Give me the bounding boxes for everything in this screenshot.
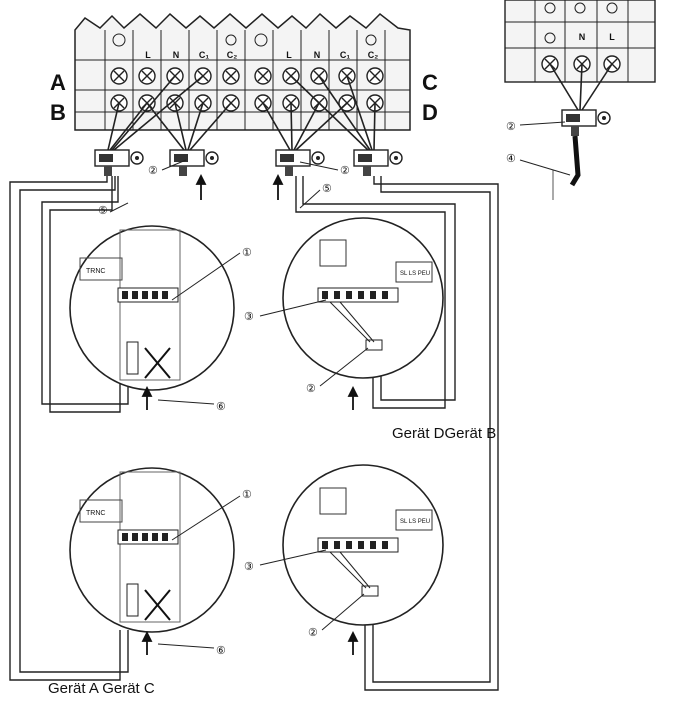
terminal-label: N xyxy=(314,50,321,60)
inset-cable-clamp xyxy=(561,109,611,137)
callout-5: ⑤ xyxy=(322,183,332,195)
callout-3: ③ xyxy=(244,561,254,573)
terminal-label: L xyxy=(145,50,151,60)
inset-terminal-block: N L xyxy=(504,0,656,111)
arrows xyxy=(141,173,359,655)
cable-clamp xyxy=(94,149,144,177)
callout-3: ③ xyxy=(244,311,254,323)
leader-lines xyxy=(109,159,369,649)
board-unit-a: TRNC xyxy=(69,225,235,391)
caption-units-d-b: Gerät DGerät B xyxy=(392,425,496,442)
cable-clamp xyxy=(275,149,325,177)
cable-clamp xyxy=(169,149,219,177)
callout-1: ① xyxy=(242,489,252,501)
terminal-label: N xyxy=(173,50,180,60)
terminal-label: C₂ xyxy=(227,50,238,60)
chip-label: TRNC xyxy=(86,268,105,275)
side-label-b: B xyxy=(50,100,66,125)
callout-2: ② xyxy=(506,121,516,133)
callout-2: ② xyxy=(306,383,316,395)
chip-label: TRNC xyxy=(86,510,105,517)
caption-units-a-c: Gerät A Gerät C xyxy=(48,680,155,697)
callout-2: ② xyxy=(308,627,318,639)
chip-label: SL LS PEU xyxy=(400,519,430,525)
terminal-label: L xyxy=(286,50,292,60)
chip-label: SL LS PEU xyxy=(400,271,430,277)
side-label-c: C xyxy=(422,70,438,95)
callout-6: ⑥ xyxy=(216,645,226,657)
board-unit-d: SL LS PEU xyxy=(282,464,444,626)
inset-terminal-label: L xyxy=(609,32,615,42)
board-unit-c: TRNC xyxy=(69,467,235,633)
callout-2: ② xyxy=(148,165,158,177)
fan-out-wires xyxy=(107,75,376,151)
terminal-label: C₁ xyxy=(199,50,209,60)
side-label-d: D xyxy=(422,100,438,125)
terminal-label: C₁ xyxy=(340,50,350,60)
side-label-a: A xyxy=(50,70,66,95)
main-terminal-block: L N C₁ C₂ L N C₁ C₂ xyxy=(74,12,411,131)
cable-clamp xyxy=(353,149,403,177)
terminal-label: C₂ xyxy=(368,50,379,60)
callout-6: ⑥ xyxy=(216,401,226,413)
inset-terminal-label: N xyxy=(579,32,586,42)
cable-routes xyxy=(9,176,499,691)
callout-4: ④ xyxy=(506,153,516,165)
callout-5: ⑤ xyxy=(98,205,108,217)
board-unit-b: SL LS PEU xyxy=(282,217,444,379)
callout-1: ① xyxy=(242,247,252,259)
callout-2: ② xyxy=(340,165,350,177)
